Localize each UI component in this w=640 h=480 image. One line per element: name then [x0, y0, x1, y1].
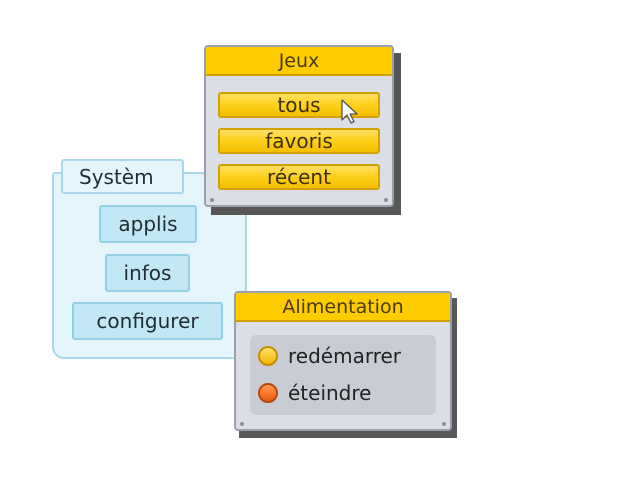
- orange-circle-icon: [258, 383, 278, 403]
- infos-button[interactable]: infos: [105, 254, 190, 292]
- systeme-tab-title[interactable]: Systèm: [61, 159, 184, 194]
- rivet-icon: [384, 198, 388, 202]
- favoris-button[interactable]: favoris: [218, 128, 380, 154]
- eteindre-label: éteindre: [288, 381, 372, 405]
- rivet-icon: [442, 422, 446, 426]
- alimentation-header: Alimentation: [236, 293, 450, 322]
- rivet-icon: [240, 422, 244, 426]
- eteindre-option[interactable]: éteindre: [258, 377, 371, 409]
- mouse-cursor-icon: [341, 99, 358, 124]
- recent-button[interactable]: récent: [218, 164, 380, 190]
- redemarrer-option[interactable]: redémarrer: [258, 340, 401, 372]
- applis-button[interactable]: applis: [99, 205, 197, 243]
- yellow-circle-icon: [258, 346, 278, 366]
- rivet-icon: [210, 198, 214, 202]
- jeux-window: Jeux tous favoris récent: [204, 45, 394, 207]
- redemarrer-label: redémarrer: [288, 344, 402, 368]
- configurer-button[interactable]: configurer: [72, 302, 223, 340]
- alimentation-window: Alimentation redémarrer éteindre: [234, 291, 452, 431]
- power-options-box: redémarrer éteindre: [250, 335, 436, 415]
- jeux-header: Jeux: [206, 47, 392, 76]
